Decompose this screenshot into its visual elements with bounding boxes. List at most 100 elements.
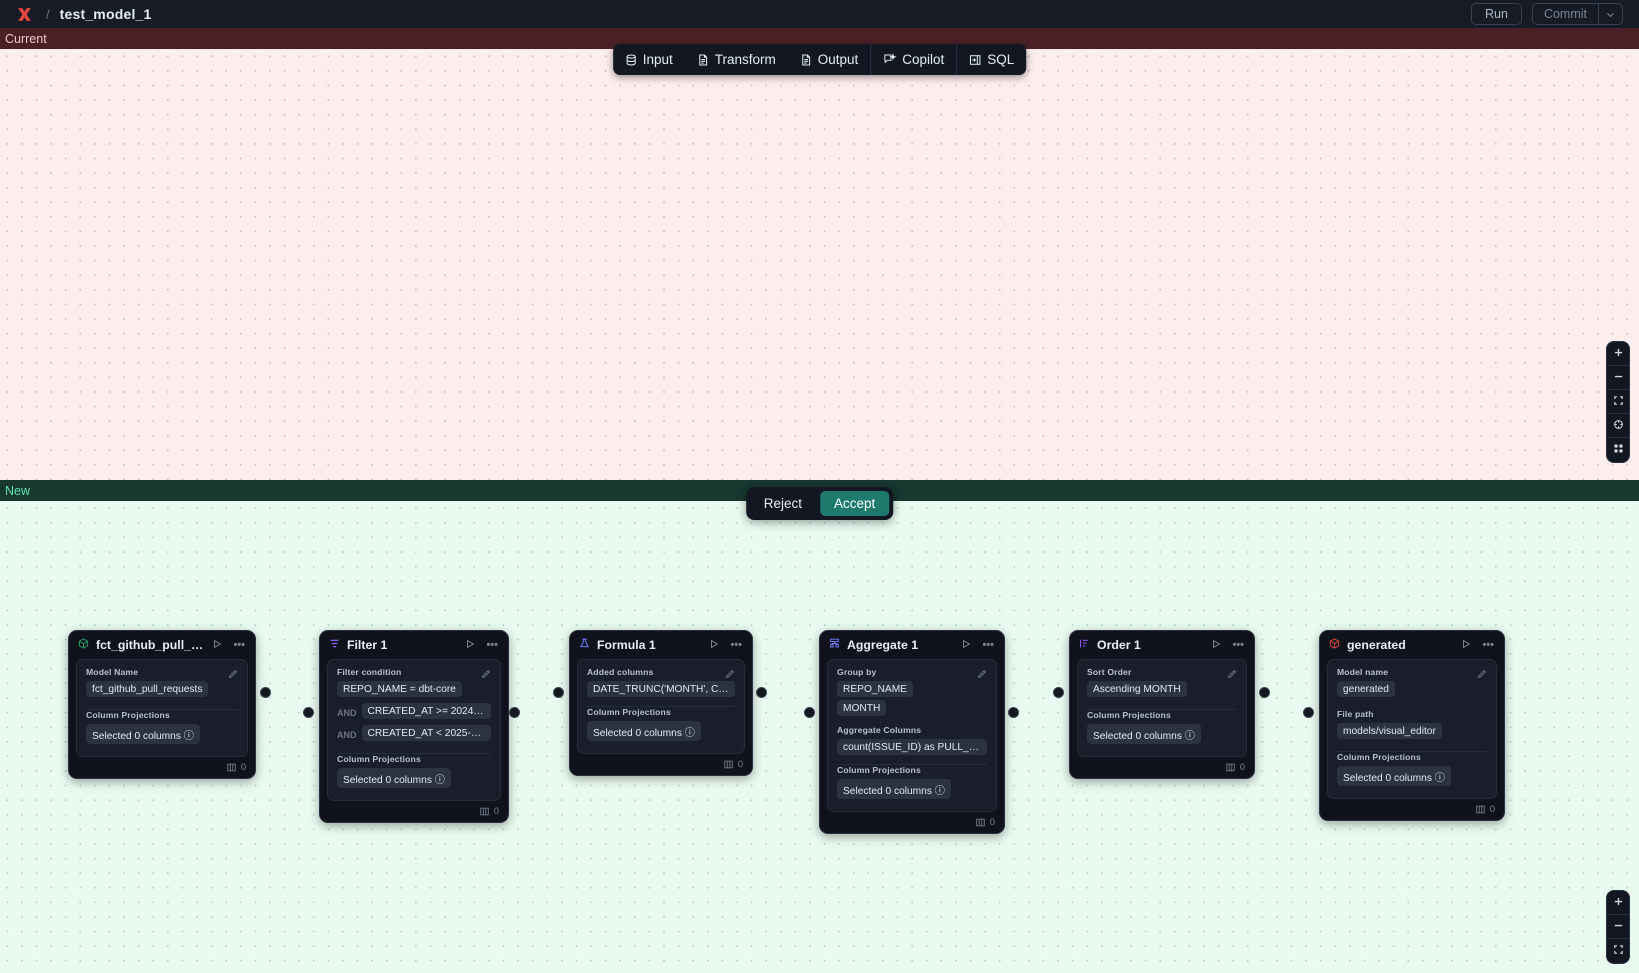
filter-condition-row[interactable]: AND CREATED_AT < 2025-03-01	[337, 725, 491, 744]
ellipsis-icon[interactable]: •••	[1232, 639, 1244, 651]
row-count: 0	[1239, 762, 1245, 773]
commit-button-group[interactable]: Commit	[1531, 3, 1623, 25]
ellipsis-icon[interactable]: •••	[233, 639, 245, 651]
value-chip[interactable]: Selected 0 columns ⓘ	[837, 779, 951, 799]
zoom-in-button[interactable]	[1607, 342, 1629, 366]
value-chip[interactable]: REPO_NAME	[837, 681, 913, 697]
lock-target-icon	[1613, 417, 1624, 435]
filter-condition-row[interactable]: REPO_NAME = dbt-core	[337, 681, 491, 700]
port-in-generated[interactable]	[1303, 707, 1314, 718]
interactivity-lock-button[interactable]	[1607, 414, 1629, 438]
cube-icon	[78, 638, 89, 652]
node-body: Added columns DATE_TRUNC('MONTH', CREATE…	[577, 659, 745, 754]
condition-chip[interactable]: CREATED_AT < 2025-03-01	[361, 725, 491, 741]
value-chip[interactable]: Selected 0 columns ⓘ	[587, 721, 701, 741]
play-icon[interactable]	[210, 639, 224, 652]
section-divider	[837, 764, 987, 765]
port-in-aggregate[interactable]	[804, 707, 815, 718]
port-out-aggregate[interactable]	[1008, 707, 1019, 718]
node-generated[interactable]: generated ••• Model name generated File …	[1319, 630, 1505, 821]
play-icon[interactable]	[707, 639, 721, 652]
value-chip[interactable]: Selected 0 columns ⓘ	[86, 724, 200, 744]
new-version-pane: New	[0, 480, 1639, 973]
chevron-down-icon[interactable]	[1598, 4, 1622, 24]
app-logo-icon[interactable]	[14, 4, 34, 24]
sql-panel-icon	[969, 54, 981, 66]
node-order-1[interactable]: Order 1 ••• Sort Order Ascending MONTH C…	[1069, 630, 1255, 779]
value-chip[interactable]: count(ISSUE_ID) as PULL_REQUEST_…	[837, 739, 987, 755]
condition-chip[interactable]: REPO_NAME = dbt-core	[337, 681, 462, 697]
section-divider	[337, 753, 491, 754]
tab-output[interactable]: Output	[788, 44, 871, 75]
toggle-minimap-button[interactable]	[1607, 438, 1629, 462]
plus-icon	[1613, 345, 1624, 363]
run-button[interactable]: Run	[1471, 3, 1522, 25]
columns-icon	[976, 818, 985, 827]
tab-copilot[interactable]: Copilot	[870, 44, 956, 75]
accept-button[interactable]: Accept	[819, 491, 890, 516]
zoom-out-button[interactable]	[1607, 366, 1629, 390]
node-fct-github-pull-requests[interactable]: fct_github_pull_requests ••• Model Name …	[68, 630, 256, 779]
zoom-in-button[interactable]	[1607, 891, 1629, 915]
value-chip[interactable]: Ascending MONTH	[1087, 681, 1187, 697]
section-column-projections: Column Projections Selected 0 columns ⓘ	[86, 710, 238, 747]
play-icon[interactable]	[463, 639, 477, 652]
port-out-source[interactable]	[260, 687, 271, 698]
play-icon[interactable]	[1459, 639, 1473, 652]
value-chip[interactable]: fct_github_pull_requests	[86, 681, 209, 697]
grid-icon	[1613, 441, 1624, 459]
fit-view-button[interactable]	[1607, 939, 1629, 963]
edit-pencil-icon[interactable]	[1227, 666, 1237, 684]
condition-chip[interactable]: CREATED_AT >= 2024-12-01	[361, 703, 491, 719]
section-label: Group by	[837, 667, 877, 677]
reject-button[interactable]: Reject	[750, 491, 816, 516]
commit-button[interactable]: Commit	[1543, 7, 1587, 21]
node-title: Formula 1	[597, 638, 656, 652]
play-icon[interactable]	[959, 639, 973, 652]
section-group-by: Group by REPO_NAME MONTH	[837, 667, 987, 716]
node-body: Group by REPO_NAME MONTH Aggregate Colum…	[827, 659, 997, 812]
port-out-order[interactable]	[1259, 687, 1270, 698]
edit-pencil-icon[interactable]	[481, 666, 491, 684]
edit-pencil-icon[interactable]	[725, 666, 735, 684]
edit-pencil-icon[interactable]	[977, 666, 987, 684]
value-chip[interactable]: Selected 0 columns ⓘ	[337, 768, 451, 788]
node-body: Model name generated File path models/vi…	[1327, 659, 1497, 799]
section-divider	[86, 709, 238, 710]
section-divider	[1087, 709, 1237, 710]
port-out-filter[interactable]	[509, 707, 520, 718]
port-in-filter[interactable]	[303, 707, 314, 718]
port-in-formula[interactable]	[553, 687, 564, 698]
tab-label: Transform	[714, 52, 776, 67]
ellipsis-icon[interactable]: •••	[730, 639, 742, 651]
play-icon[interactable]	[1209, 639, 1223, 652]
filter-condition-row[interactable]: AND CREATED_AT >= 2024-12-01	[337, 703, 491, 722]
tab-transform[interactable]: Transform	[685, 44, 788, 75]
port-out-formula[interactable]	[756, 687, 767, 698]
tab-input[interactable]: Input	[613, 44, 685, 75]
node-formula-1[interactable]: Formula 1 ••• Added columns DATE_TRUNC('…	[569, 630, 753, 776]
columns-icon	[1226, 763, 1235, 772]
ellipsis-icon[interactable]: •••	[1482, 639, 1494, 651]
ellipsis-icon[interactable]: •••	[486, 639, 498, 651]
tab-label: Output	[817, 52, 859, 67]
fit-view-button[interactable]	[1607, 390, 1629, 414]
aggregate-icon	[829, 638, 840, 652]
section-model-name: Model Name fct_github_pull_requests	[86, 667, 238, 700]
port-in-order[interactable]	[1053, 687, 1064, 698]
edit-pencil-icon[interactable]	[228, 666, 238, 684]
value-chip[interactable]: DATE_TRUNC('MONTH', CREATED_AT…	[587, 681, 735, 697]
node-aggregate-1[interactable]: Aggregate 1 ••• Group by REPO_NAME MONTH…	[819, 630, 1005, 834]
edit-pencil-icon[interactable]	[1477, 666, 1487, 684]
document-icon	[800, 54, 812, 66]
value-chip[interactable]: MONTH	[837, 700, 887, 716]
value-chip[interactable]: models/visual_editor	[1337, 723, 1442, 739]
value-chip[interactable]: Selected 0 columns ⓘ	[1337, 766, 1451, 786]
tab-sql[interactable]: SQL	[956, 44, 1026, 75]
node-footer: 0	[1070, 757, 1254, 778]
value-chip[interactable]: generated	[1337, 681, 1395, 697]
node-filter-1[interactable]: Filter 1 ••• Filter condition REPO_NAME …	[319, 630, 509, 823]
zoom-out-button[interactable]	[1607, 915, 1629, 939]
ellipsis-icon[interactable]: •••	[982, 639, 994, 651]
value-chip[interactable]: Selected 0 columns ⓘ	[1087, 724, 1201, 744]
